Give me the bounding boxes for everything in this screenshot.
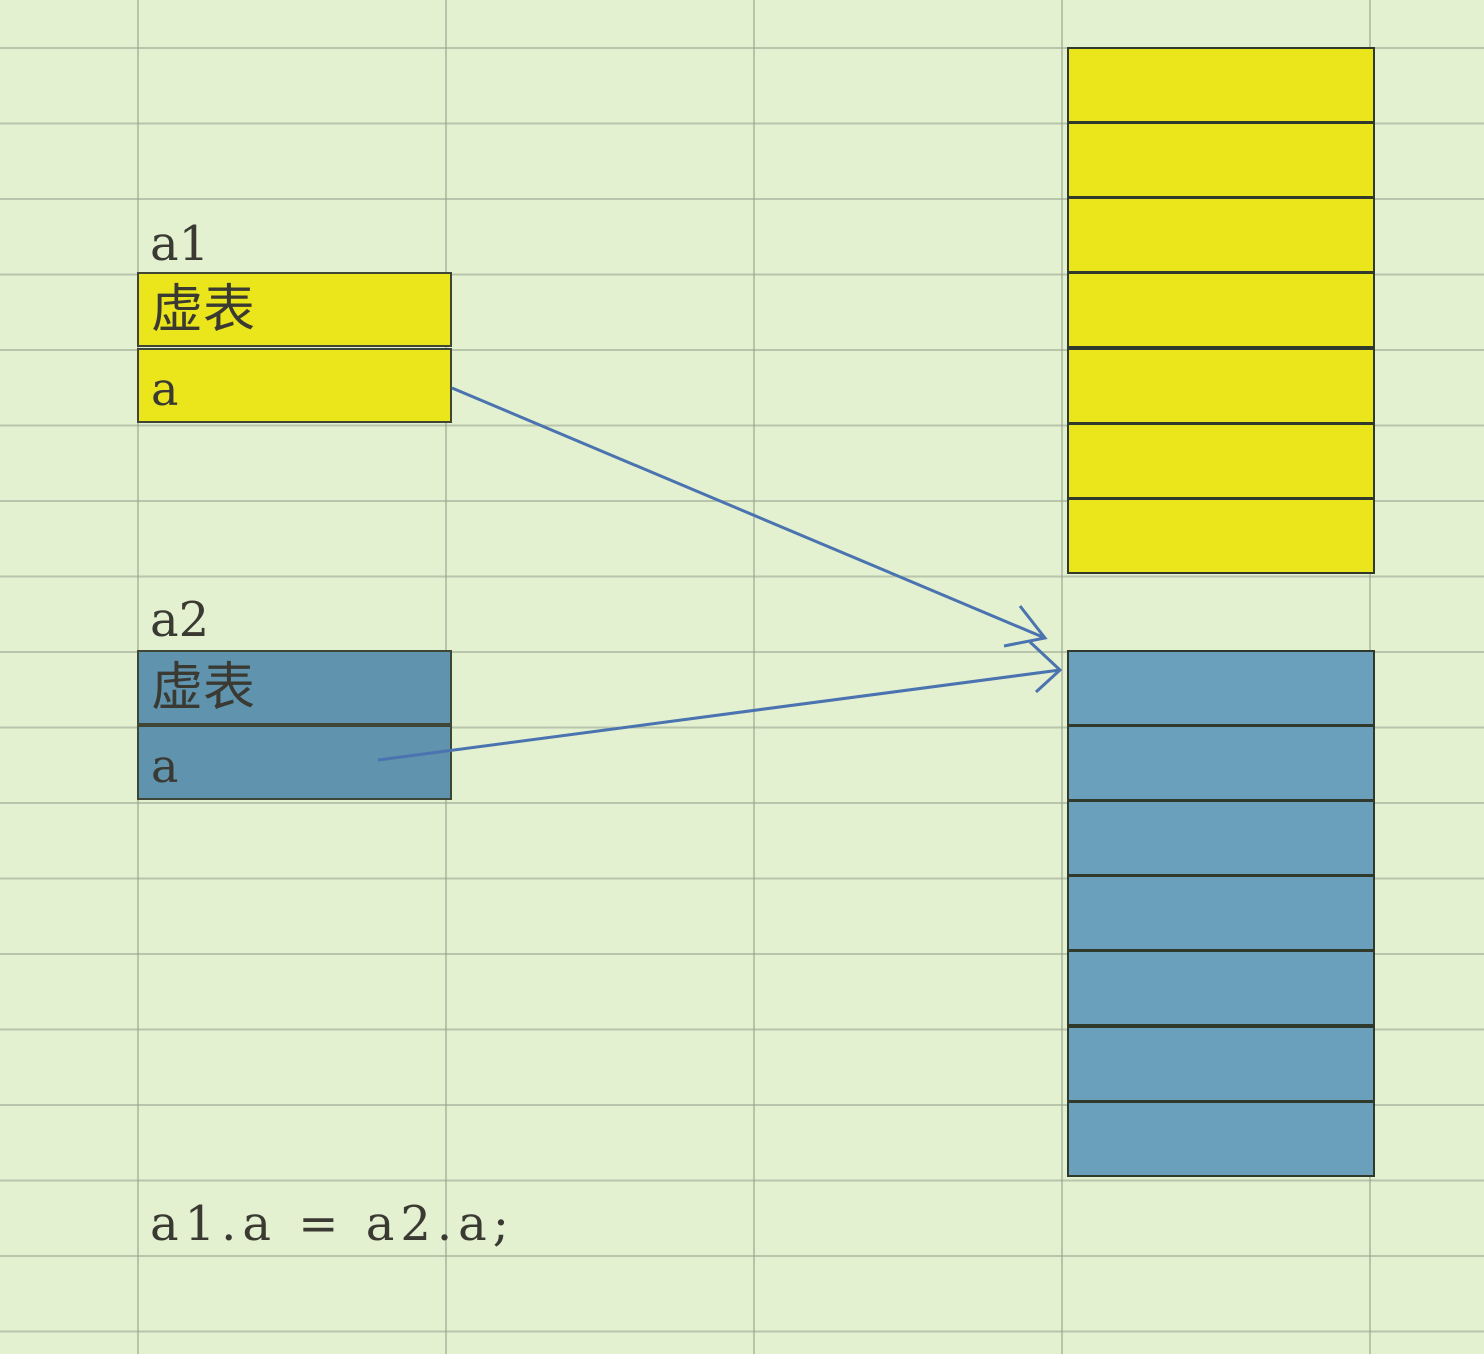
a2-member-cell: a (137, 725, 452, 800)
yellow-memory-block (1067, 272, 1375, 348)
a2-vtable-label: 虚表 (151, 658, 256, 718)
object-a2-name: a2 (150, 592, 210, 648)
a2-member-label: a (151, 739, 179, 793)
blue-memory-block (1067, 950, 1375, 1026)
blue-memory-block (1067, 725, 1375, 801)
a2-pointer-arrow (377, 640, 1063, 762)
blue-memory-block (1067, 1101, 1375, 1177)
a2-vtable-cell: 虚表 (137, 650, 452, 725)
yellow-memory-block (1067, 498, 1375, 574)
object-a1-name: a1 (150, 216, 210, 272)
a1-pointer-arrow (451, 386, 1048, 648)
blue-memory-block (1067, 1026, 1375, 1102)
a1-vtable-cell: 虚表 (137, 272, 452, 347)
a1-member-label: a (151, 362, 179, 416)
blue-memory-block (1067, 650, 1375, 726)
a1-vtable-label: 虚表 (151, 280, 256, 340)
yellow-memory-block (1067, 423, 1375, 499)
blue-memory-block (1067, 875, 1375, 951)
a1-member-cell: a (137, 348, 452, 423)
assignment-code: a1.a = a2.a; (150, 1196, 515, 1252)
